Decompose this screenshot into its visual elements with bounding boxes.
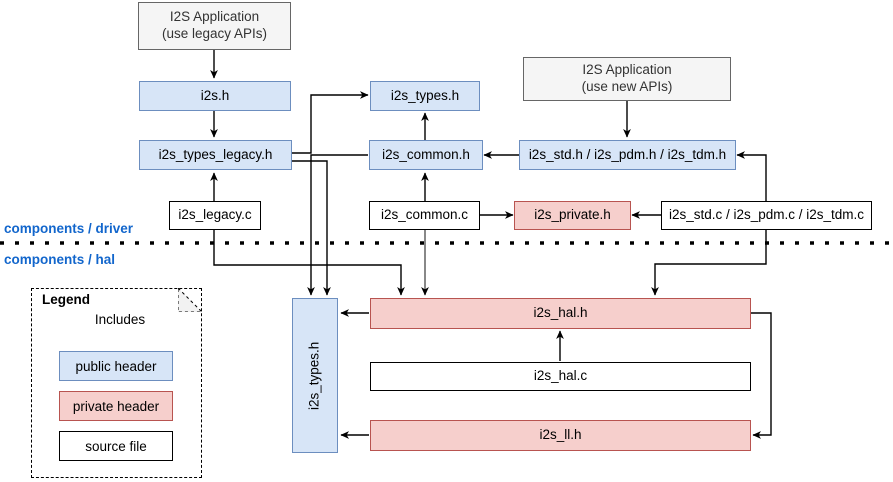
legend-item-source-file[interactable]: source file (59, 431, 173, 461)
node-app-legacy[interactable]: I2S Application (use legacy APIs) (138, 2, 291, 50)
node-i2s-common-h[interactable]: i2s_common.h (369, 140, 483, 170)
node-i2s-h[interactable]: i2s.h (139, 81, 291, 111)
node-i2s-std-c-group[interactable]: i2s_std.c / i2s_pdm.c / i2s_tdm.c (661, 201, 872, 230)
node-i2s-legacy-c[interactable]: i2s_legacy.c (169, 201, 261, 230)
node-i2s-hal-c[interactable]: i2s_hal.c (370, 362, 751, 391)
node-i2s-hal-h[interactable]: i2s_hal.h (370, 298, 751, 329)
node-i2s-types-h-hal[interactable]: i2s_types.h (292, 298, 338, 453)
node-i2s-types-legacy-h[interactable]: i2s_types_legacy.h (139, 140, 292, 170)
divider-label-hal: components / hal (4, 252, 116, 267)
app-legacy-line2: (use legacy APIs) (161, 26, 268, 41)
legend-fold-corner-icon (178, 288, 202, 312)
node-i2s-common-c[interactable]: i2s_common.c (369, 201, 480, 230)
app-legacy-line1: I2S Application (169, 9, 260, 25)
node-app-new[interactable]: I2S Application (use new APIs) (523, 57, 731, 101)
app-new-line1: I2S Application (582, 62, 672, 78)
divider-label-driver: components / driver (4, 221, 134, 236)
legend-item-public-header[interactable]: public header (59, 351, 173, 381)
node-i2s-private-h[interactable]: i2s_private.h (514, 201, 631, 230)
node-i2s-ll-h[interactable]: i2s_ll.h (370, 420, 751, 451)
node-i2s-std-h-group[interactable]: i2s_std.h / i2s_pdm.h / i2s_tdm.h (519, 140, 736, 170)
node-i2s-types-h-top[interactable]: i2s_types.h (370, 81, 480, 111)
app-new-line2: (use new APIs) (581, 79, 673, 94)
legend-item-private-header[interactable]: private header (59, 391, 173, 421)
legend-title: Legend (42, 292, 91, 307)
legend-arrow-label: Includes (94, 312, 146, 327)
